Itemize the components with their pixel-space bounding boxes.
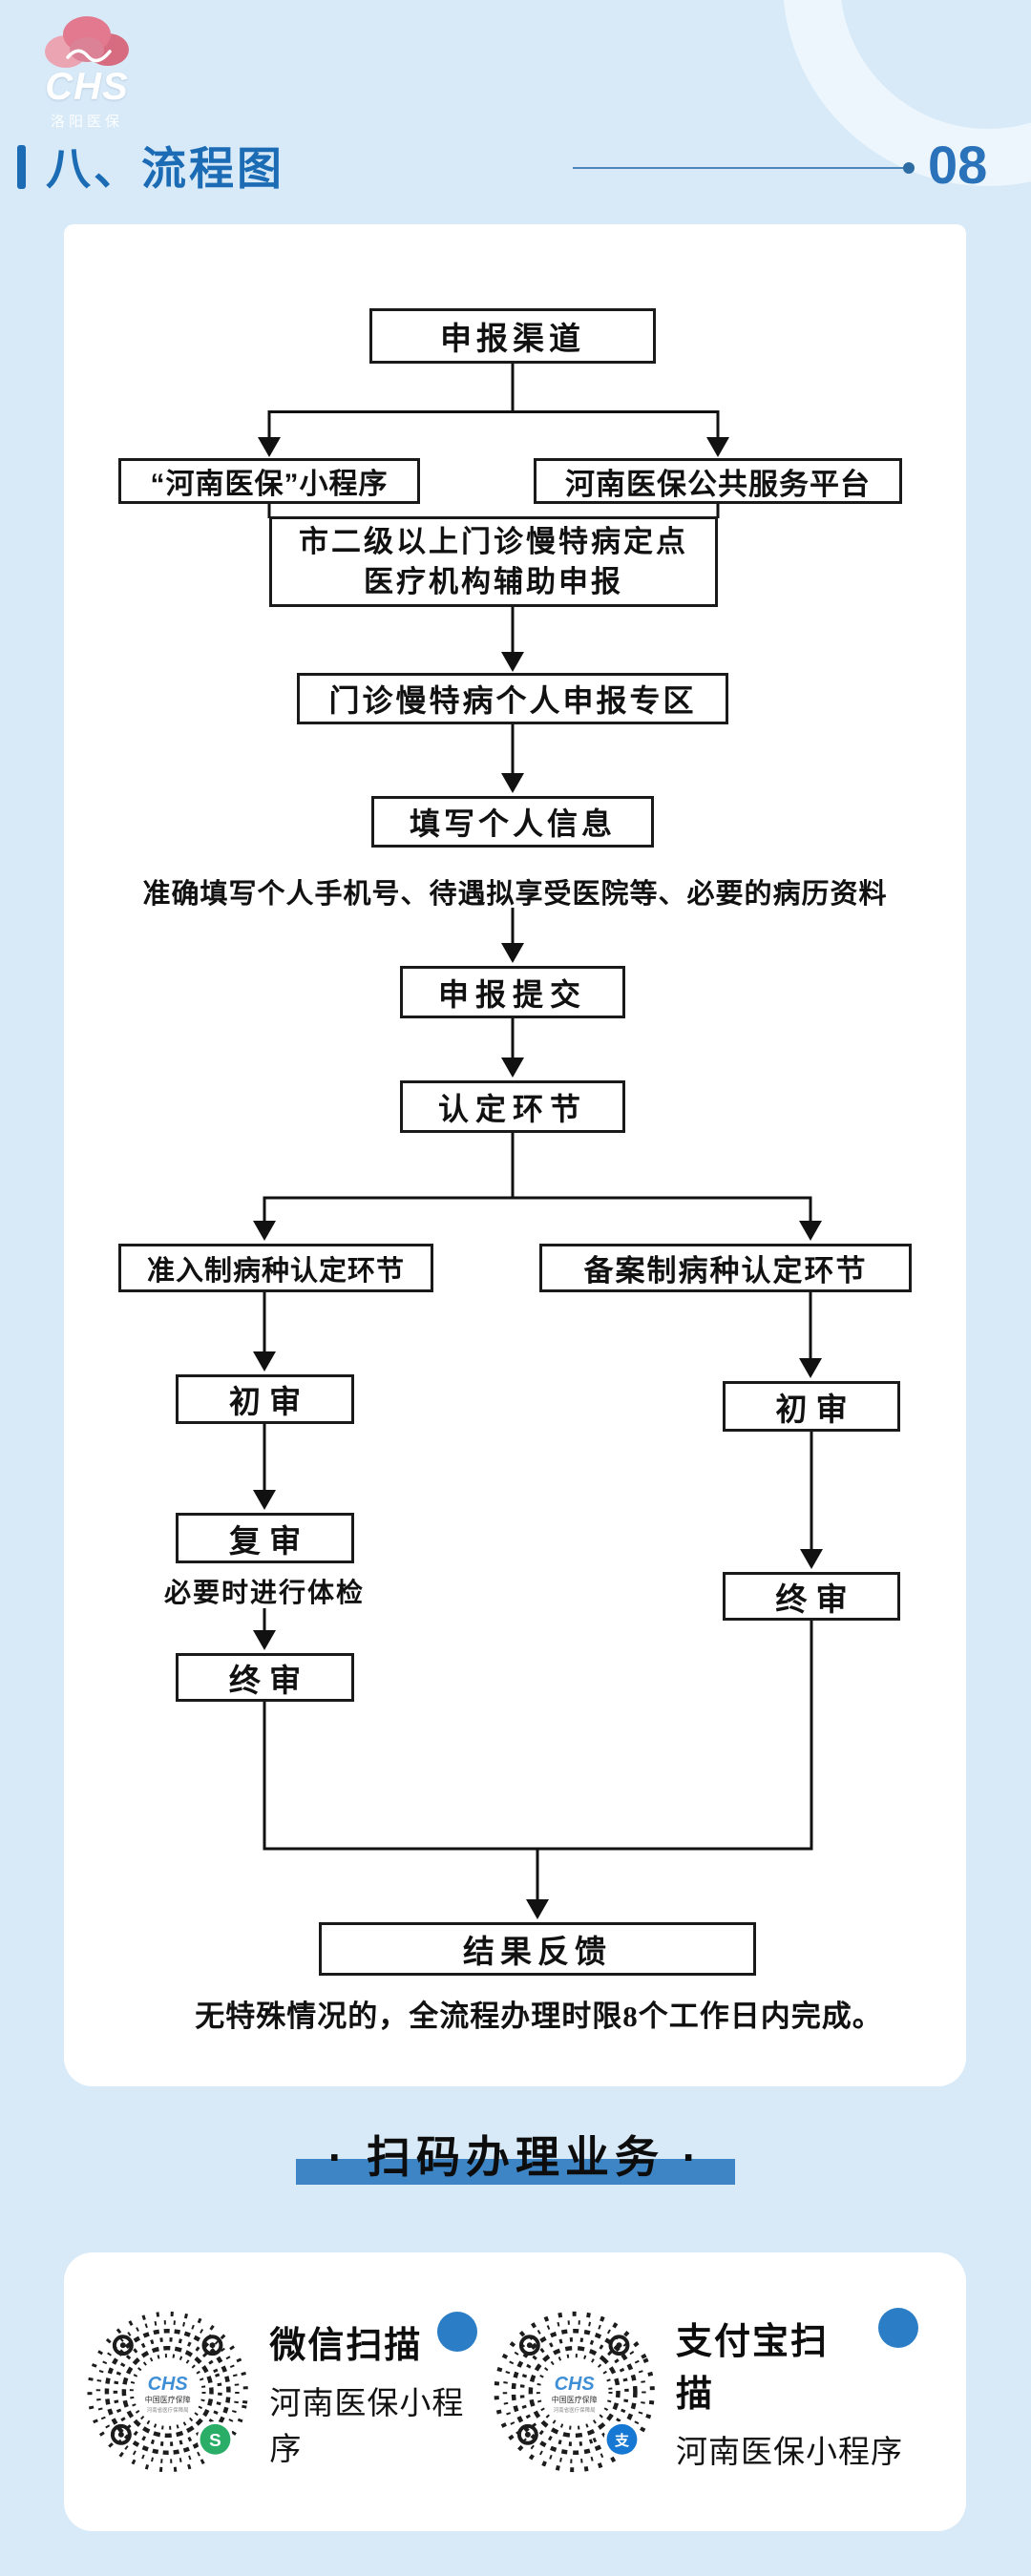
alipay-icon-glyph: 支 [614, 2432, 629, 2449]
flow-node-right-first-review: 初 审 [723, 1381, 900, 1432]
blue-dot-icon [437, 2311, 478, 2352]
flow-node-admission-branch: 准入制病种认定环节 [118, 1244, 433, 1292]
flow-node-left-final-review: 终 审 [176, 1653, 354, 1702]
flow-connectors [253, 364, 823, 1919]
wechat-app-label: 河南医保小程序 [269, 2384, 465, 2466]
heading-highlight-bar [295, 2159, 736, 2185]
flow-node-platform-channel: 河南医保公共服务平台 [534, 458, 902, 504]
alipay-icon [606, 2423, 638, 2455]
blue-dot-icon [878, 2308, 918, 2348]
qr-center-line2: 河南省医疗保障局 [147, 2406, 189, 2414]
flow-node-left-first-review: 初 审 [176, 1374, 354, 1424]
alipay-scan-label: 支付宝扫描 [675, 2322, 829, 2415]
wechat-qr-code: CHS 中国医疗保障 河南省医疗保障局 S [87, 2311, 248, 2473]
qr-center-brand: CHS [554, 2374, 595, 2395]
scan-section-heading: · 扫码办理业务 · [0, 2123, 1031, 2186]
flow-node-determination: 认定环节 [400, 1080, 625, 1133]
qr-center-line1: 中国医疗保障 [145, 2395, 191, 2404]
wechat-icon-glyph: S [209, 2431, 221, 2451]
qr-center-brand: CHS [148, 2374, 189, 2395]
page-title: 八、流程图 [46, 143, 284, 194]
brand-logo: CHS 洛阳医保 [25, 13, 149, 131]
wechat-scan-label: 微信扫描 [269, 2325, 423, 2366]
qr-card: CHS 中国医疗保障 河南省医疗保障局 S 微信扫描 河南医保小程序 [64, 2252, 966, 2531]
flow-node-personal-zone: 门诊慢特病个人申报专区 [297, 673, 728, 724]
flow-node-submit: 申报提交 [400, 966, 625, 1018]
flow-node-wechat-channel: “河南医保”小程序 [118, 458, 420, 504]
qr-center-line1: 中国医疗保障 [551, 2395, 597, 2404]
alipay-qr-group: CHS 中国医疗保障 河南省医疗保障局 支 支付宝扫描 河南医保小程序 [494, 2308, 918, 2474]
flow-node-result-feedback: 结果反馈 [319, 1922, 756, 1976]
wechat-icon [200, 2423, 231, 2455]
flow-node-declare-channel: 申报渠道 [369, 308, 656, 364]
flow-note-fill-requirements: 准确填写个人手机号、待遇拟享受医院等、必要的病历资料 [142, 879, 888, 910]
flow-node-record-branch: 备案制病种认定环节 [539, 1244, 912, 1292]
logo-subtitle: 洛阳医保 [50, 114, 123, 130]
hospital-assist-line2: 医疗机构辅助申报 [364, 564, 623, 598]
flow-note-physical-exam: 必要时进行体检 [163, 1579, 365, 1608]
flow-node-hospital-assist: 市二级以上门诊慢特病定点 医疗机构辅助申报 [269, 516, 718, 607]
header-rule [573, 162, 915, 174]
peony-flower-icon [45, 16, 129, 68]
flow-node-fill-info: 填写个人信息 [371, 796, 654, 848]
page-number: 08 [928, 135, 988, 195]
decorative-ring [783, 0, 1031, 186]
qr-center-line2: 河南省医疗保障局 [553, 2406, 595, 2414]
flow-node-left-second-review: 复 审 [176, 1513, 354, 1563]
title-accent-bar [17, 145, 26, 189]
alipay-qr-code: CHS 中国医疗保障 河南省医疗保障局 支 [494, 2311, 655, 2473]
logo-brand-text: CHS [45, 66, 129, 108]
scan-heading-text: · 扫码办理业务 · [327, 2132, 704, 2182]
hospital-assist-line1: 市二级以上门诊慢特病定点 [299, 524, 688, 558]
wechat-qr-group: CHS 中国医疗保障 河南省医疗保障局 S 微信扫描 河南医保小程序 [87, 2310, 494, 2474]
flowchart-card: 申报渠道 “河南医保”小程序 河南医保公共服务平台 市二级以上门诊慢特病定点 医… [64, 224, 966, 2086]
alipay-app-label: 河南医保小程序 [675, 2434, 903, 2469]
flow-note-deadline: 无特殊情况的，全流程办理时限8个工作日内完成。 [195, 2000, 883, 2033]
flow-node-right-final-review: 终 审 [723, 1572, 900, 1621]
header-rule-dot [903, 162, 915, 174]
